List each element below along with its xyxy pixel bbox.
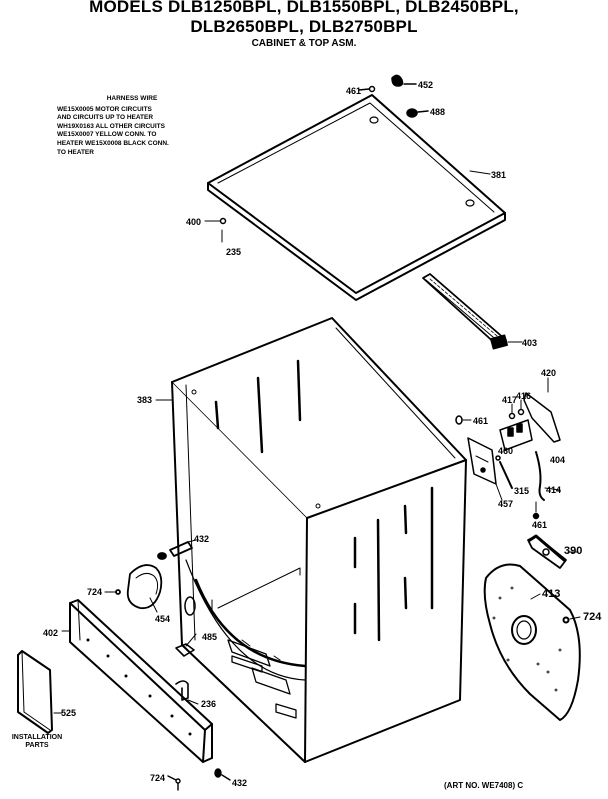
cabinet-top-panel <box>207 94 506 301</box>
callout-457: 457 <box>498 499 513 509</box>
hinge-parts-461-452-488 <box>204 74 491 243</box>
installation-parts-label: INSTALLATION PARTS <box>2 734 72 750</box>
assembly-subtitle: CABINET & TOP ASM. <box>251 38 357 49</box>
callout-525: 525 <box>61 708 76 718</box>
callout-390: 390 <box>564 545 582 557</box>
callout-461-low: 461 <box>532 520 547 530</box>
callout-404: 404 <box>550 455 565 465</box>
front-panel-402 <box>61 599 213 763</box>
bottom-fasteners <box>167 768 231 791</box>
callout-315: 315 <box>514 486 529 496</box>
callout-724-left: 724 <box>87 587 102 597</box>
harness-note-line: WH19X0163 ALL OTHER CIRCUITS <box>57 122 165 130</box>
motor-bracket-454 <box>104 539 197 613</box>
harness-wire-note: HARNESS WIRE WE15X0005 MOTOR CIRCUITS AN… <box>57 95 207 157</box>
callout-400: 400 <box>186 217 201 227</box>
lint-filter-cover-390 <box>527 534 579 569</box>
harness-note-line: WE15X0005 MOTOR CIRCUITS <box>57 105 152 113</box>
installation-label-line: INSTALLATION <box>11 734 63 741</box>
harness-wire-title: HARNESS WIRE <box>106 95 158 102</box>
harness-note-line: WE15X0007 YELLOW CONN. TO <box>57 131 157 139</box>
callout-488: 488 <box>430 107 445 117</box>
callout-383: 383 <box>137 395 152 405</box>
callout-461: 461 <box>346 86 361 96</box>
callout-432: 432 <box>194 534 209 544</box>
harness-note-line: AND CIRCUITS UP TO HEATER <box>57 114 154 122</box>
clips-485-236 <box>175 633 199 705</box>
callout-461-mid: 461 <box>473 416 488 426</box>
callout-420: 420 <box>541 368 556 378</box>
callout-403: 403 <box>522 338 537 348</box>
control-bracket-assembly <box>455 377 561 520</box>
callout-454: 454 <box>155 614 170 624</box>
callout-labels: 461 452 488 381 400 235 403 383 420 416 … <box>43 80 602 788</box>
callout-460: 460 <box>498 446 513 456</box>
callout-414: 414 <box>546 485 561 495</box>
art-number: (ART NO. WE7408) C <box>444 781 524 790</box>
rear-panel-413 <box>483 563 581 721</box>
callout-413: 413 <box>542 588 560 600</box>
callout-402: 402 <box>43 628 58 638</box>
callout-236: 236 <box>201 699 216 709</box>
callout-417: 417 <box>502 395 517 405</box>
harness-note-line: TO HEATER <box>57 148 94 156</box>
callout-235: 235 <box>226 247 241 257</box>
callout-724-bottom: 724 <box>150 773 165 783</box>
callout-381: 381 <box>491 170 506 180</box>
callout-432-bottom: 432 <box>232 778 247 788</box>
callout-452: 452 <box>418 80 433 90</box>
installation-parts-panel <box>17 650 63 734</box>
top-rail-strip <box>422 273 523 350</box>
cabinet-body <box>171 317 467 763</box>
harness-note-line: HEATER WE15X0008 BLACK CONN. <box>57 139 169 147</box>
callout-485: 485 <box>202 632 217 642</box>
models-title-line-2: DLB2650BPL, DLB2750BPL <box>190 17 418 36</box>
callout-416: 416 <box>516 391 531 401</box>
models-title-line-1: MODELS DLB1250BPL, DLB1550BPL, DLB2450BP… <box>89 0 519 16</box>
callout-724-right: 724 <box>583 611 602 623</box>
installation-label-line: PARTS <box>25 742 49 749</box>
